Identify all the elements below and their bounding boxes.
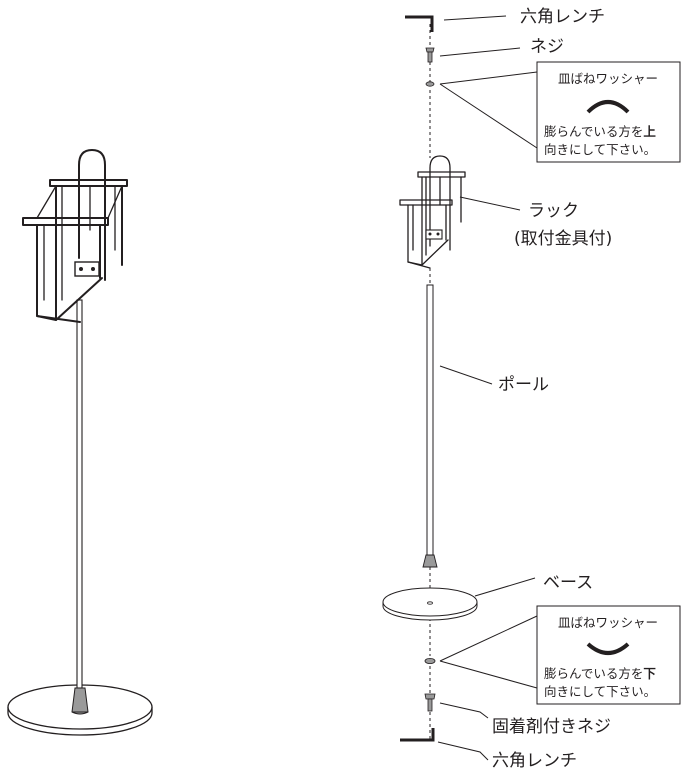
assembled-foot-cap bbox=[71, 687, 89, 715]
screw-part bbox=[425, 47, 435, 63]
washer-callout-top: 皿ばねワッシャー 膨らんでいる方を上 向きにして下さい。 bbox=[536, 61, 681, 163]
rack-part bbox=[399, 155, 466, 269]
washer-convex-up-icon bbox=[586, 100, 630, 114]
washer-callout-bottom: 皿ばねワッシャー 膨らんでいる方を下 向きにして下さい。 bbox=[536, 605, 681, 705]
pole-part bbox=[422, 284, 438, 568]
label-rack: ラック bbox=[528, 201, 579, 221]
washer-bottom-part bbox=[424, 658, 436, 665]
washer-convex-down-icon bbox=[586, 642, 630, 655]
base-part bbox=[382, 587, 478, 621]
label-screw: ネジ bbox=[530, 37, 564, 57]
label-hex-wrench-top: 六角レンチ bbox=[520, 7, 605, 27]
label-pole: ポール bbox=[498, 375, 549, 395]
label-base: ベース bbox=[543, 573, 593, 593]
washer-top-instruction-line2: 向きにして下さい。 bbox=[544, 142, 656, 157]
hex-wrench-bottom-part bbox=[400, 728, 435, 742]
hex-wrench-top-part bbox=[405, 15, 434, 32]
fixing-screw-part bbox=[424, 693, 436, 712]
label-rack-subtitle: (取付金具付) bbox=[514, 229, 612, 249]
washer-top-instruction-line1: 膨らんでいる方を上 bbox=[544, 124, 656, 139]
assembled-stand-illustration bbox=[7, 149, 153, 736]
washer-top-part bbox=[425, 81, 435, 87]
label-fixing-screw: 固着剤付きネジ bbox=[492, 717, 611, 737]
washer-bottom-title: 皿ばねワッシャー bbox=[558, 615, 658, 630]
washer-top-title: 皿ばねワッシャー bbox=[558, 71, 658, 86]
washer-bottom-instruction-line2: 向きにして下さい。 bbox=[544, 684, 656, 699]
washer-bottom-instruction-line1: 膨らんでいる方を下 bbox=[544, 666, 656, 681]
assembled-pole bbox=[76, 299, 83, 689]
label-hex-wrench-bottom: 六角レンチ bbox=[492, 751, 577, 770]
assembled-wire-rack bbox=[22, 149, 128, 323]
